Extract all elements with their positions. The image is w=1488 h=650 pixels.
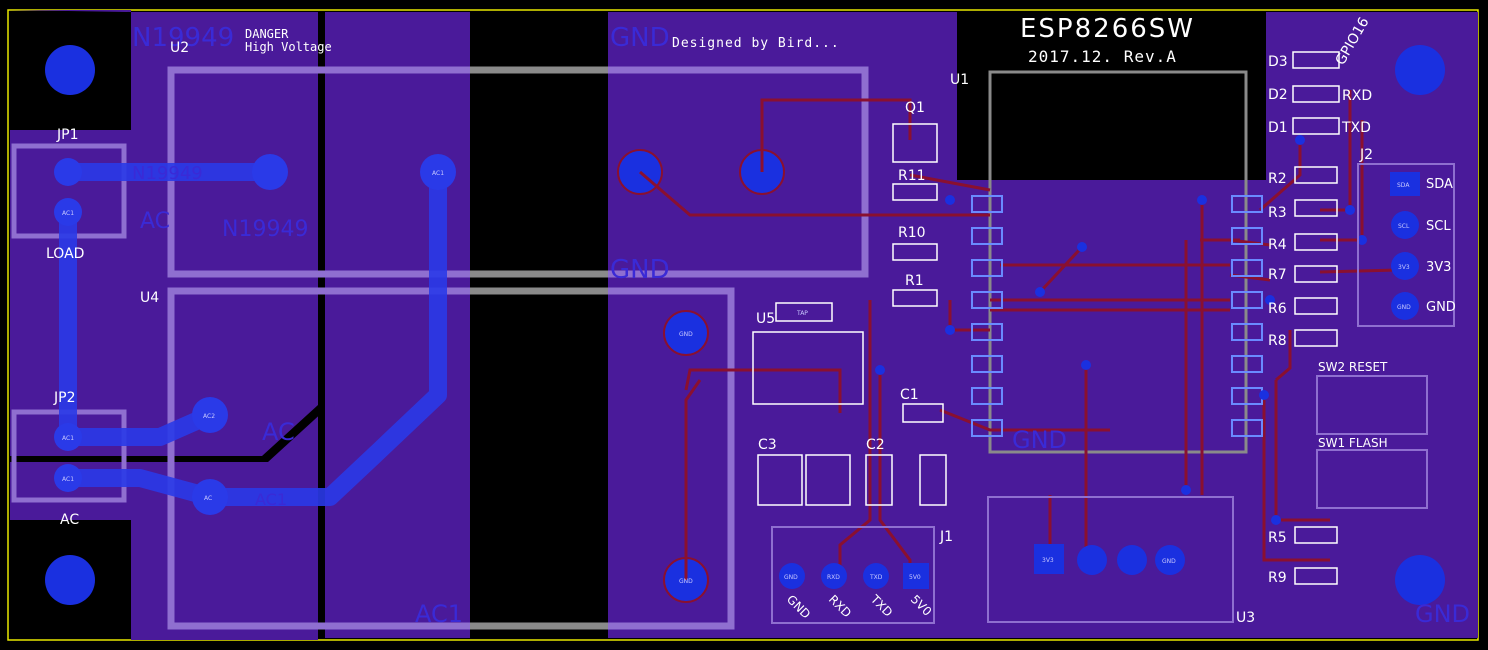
ghost-label: N19949 (222, 217, 308, 242)
pad-label: 3V3 (1042, 557, 1054, 564)
ghost-label: AC1 (255, 490, 287, 509)
ghost-label: GND (610, 255, 670, 285)
designator-q1: Q1 (905, 100, 925, 116)
label-sw2: SW2 RESET (1318, 360, 1388, 374)
designator-u4: U4 (140, 290, 159, 306)
designator-r7: R7 (1268, 267, 1287, 283)
ghost-label: N19949 (132, 23, 234, 53)
pad-label: GND (784, 574, 798, 581)
designator-r9: R9 (1268, 570, 1287, 586)
designer-credit: Designed by Bird... (672, 36, 840, 51)
designator-c2: C2 (866, 437, 885, 453)
esp-pads (971, 195, 1263, 437)
designator-u5: U5 (756, 311, 775, 327)
label-load: LOAD (46, 246, 84, 262)
warning-line-2: High Voltage (245, 40, 332, 54)
vias (875, 135, 1367, 525)
designator-r11: R11 (898, 168, 926, 184)
j2-pad-3v3 (1391, 252, 1419, 280)
resistor-footprints (752, 51, 1340, 585)
designator-r5: R5 (1268, 530, 1287, 546)
designator-r6: R6 (1268, 301, 1287, 317)
designator-u2: U2 (170, 40, 189, 56)
designator-jp2: JP2 (53, 390, 75, 406)
j2-outline (1357, 163, 1455, 327)
designator-c1: C1 (900, 387, 919, 403)
designator-d3: D3 (1268, 54, 1288, 70)
label-3v3: 3V3 (1426, 260, 1451, 275)
pad-label: SDA (1397, 182, 1410, 189)
pad-label: GND (1397, 304, 1411, 311)
pad-label: GND (1162, 558, 1176, 565)
ghost-label: GND (610, 23, 670, 53)
designator-jp1: JP1 (56, 127, 78, 143)
j1-outline (771, 526, 935, 624)
pad-label: AC (204, 495, 212, 502)
label-ac: AC (60, 512, 79, 528)
ghost-label: AC (140, 209, 170, 234)
pad-label: SCL (1398, 223, 1410, 230)
power-traces (59, 163, 447, 506)
ghost-label: N19949 (132, 163, 203, 184)
pad-label: AC2 (203, 413, 215, 420)
pad-label: AC1 (62, 476, 74, 483)
pad-label: 3V3 (1398, 264, 1410, 271)
designator-d2: D2 (1268, 87, 1288, 103)
ghost-label: AC (262, 418, 295, 446)
board-title: ESP8266SW (1020, 14, 1195, 44)
label-txd: TXD (1341, 120, 1371, 136)
pad-label: TAP (796, 310, 808, 317)
label-scl: SCL (1426, 219, 1451, 234)
mounting-holes (45, 45, 1445, 605)
j2-pad-gnd (1391, 292, 1419, 320)
ghost-label: GND (1012, 426, 1067, 454)
designator-j1: J1 (939, 529, 953, 545)
designator-r2: R2 (1268, 171, 1287, 187)
designator-r8: R8 (1268, 333, 1287, 349)
ghost-label: AC1 (415, 600, 463, 628)
esp-module-outline (988, 70, 1248, 454)
j2-pad-sda (1390, 172, 1420, 196)
copper-pour-hv (325, 12, 470, 638)
designator-j2: J2 (1359, 147, 1373, 163)
pad-label: GND (679, 331, 693, 338)
pad-label: 5V0 (909, 574, 921, 581)
designator-u3: U3 (1236, 610, 1255, 626)
u3-outline (987, 496, 1234, 623)
bottom-layer-labels: N19949 N19949 N19949 AC AC AC1 AC1 GND G… (132, 23, 1470, 628)
pad-label: AC1 (62, 210, 74, 217)
ghost-label: GND (1415, 600, 1470, 628)
designator-u1: U1 (950, 72, 969, 88)
j2-pad-scl (1391, 211, 1419, 239)
label-gnd: GND (1426, 300, 1456, 315)
pad-label: GND (679, 578, 693, 585)
pad-label: TXD (869, 574, 883, 581)
label-rxd: RXD (1342, 88, 1372, 104)
designator-r3: R3 (1268, 205, 1287, 221)
designator-c3: C3 (758, 437, 777, 453)
pad-label: AC1 (432, 170, 444, 177)
pad-text-layer: AC1 AC1 AC1 AC1 AC2 AC GND GND SDA SCL 3… (62, 170, 1411, 585)
designator-r10: R10 (898, 225, 926, 241)
board-revision: 2017.12. Rev.A (1028, 47, 1177, 66)
sw1-outline (1316, 449, 1428, 509)
label-sw1: SW1 FLASH (1318, 436, 1388, 450)
designator-r4: R4 (1268, 237, 1287, 253)
sw2-outline (1316, 375, 1428, 435)
relay-u4-outline (167, 287, 735, 630)
designator-d1: D1 (1268, 120, 1288, 136)
signal-traces (639, 90, 1401, 580)
designator-r1: R1 (905, 273, 924, 289)
pad-label: RXD (827, 574, 840, 581)
label-sda: SDA (1426, 177, 1453, 192)
copper-pour-right (608, 12, 1478, 638)
warning-line-1: DANGER (245, 27, 289, 41)
pad-label: AC1 (62, 435, 74, 442)
